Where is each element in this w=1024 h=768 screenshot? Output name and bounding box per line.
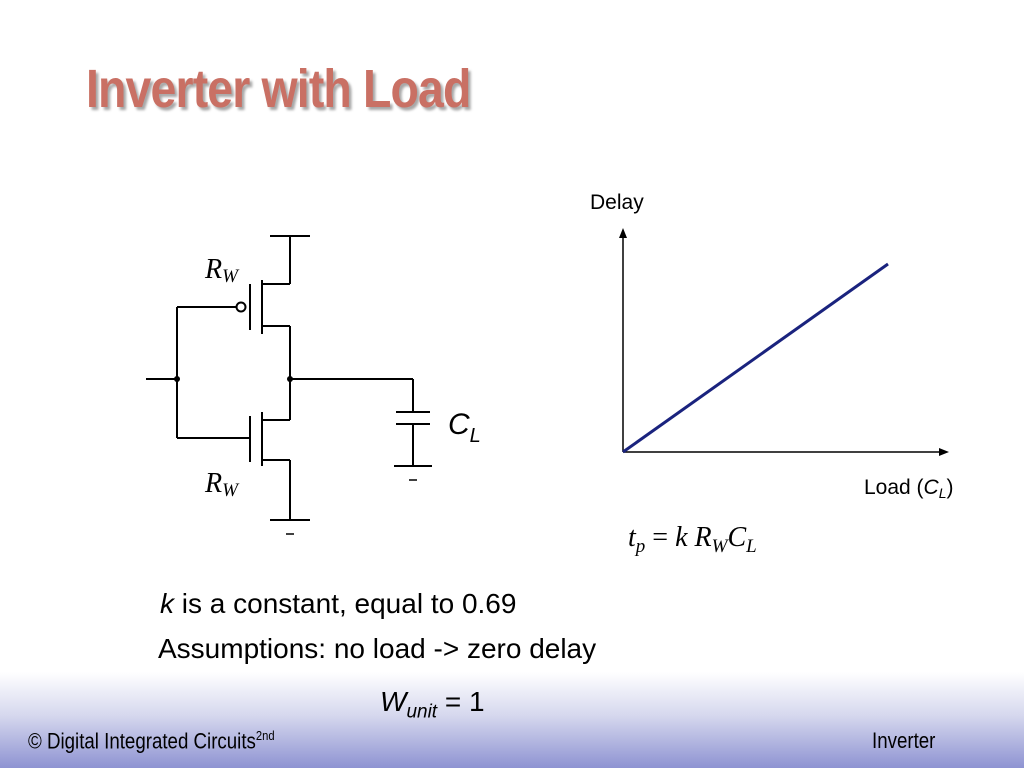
footer-course-title: © Digital Integrated Circuits2nd (28, 728, 275, 754)
y-axis-arrow (619, 228, 627, 238)
wunit-value: = 1 (437, 686, 485, 717)
y-axis-label: Delay (590, 191, 644, 214)
note-constant-k: k is a constant, equal to 0.69 (160, 588, 516, 620)
footer-chapter: Inverter (872, 728, 936, 753)
delay-line (622, 262, 889, 454)
slide-title: Inverter with Load (86, 59, 471, 119)
footer-band (0, 672, 1024, 768)
pmos-resistance-label: RW (204, 254, 240, 287)
delay-formula: tp = k RWCL (628, 522, 757, 557)
note-constant-text: is a constant, equal to 0.69 (174, 588, 517, 619)
nmos-resistance-label: RW (204, 468, 240, 501)
x-axis-arrow (939, 448, 949, 456)
footer-course-text: © Digital Integrated Circuits (28, 728, 256, 754)
note-assumptions: Assumptions: no load -> zero delay (158, 633, 597, 664)
load-capacitor-label: CL (448, 408, 481, 447)
pmos-bubble (235, 301, 247, 313)
footer-edition: 2nd (255, 728, 275, 743)
note-wunit: Wunit = 1 (380, 686, 485, 724)
input-junction-dot (174, 376, 180, 382)
note-k-symbol: k (160, 588, 174, 619)
output-junction-dot (287, 376, 293, 382)
inverter-circuit (146, 235, 432, 535)
wunit-subscript: unit (406, 701, 438, 723)
x-axis-label: Load (CL) (864, 476, 954, 501)
wunit-symbol: W (380, 686, 407, 717)
delay-graph: Delay Load (CL) (590, 191, 954, 501)
